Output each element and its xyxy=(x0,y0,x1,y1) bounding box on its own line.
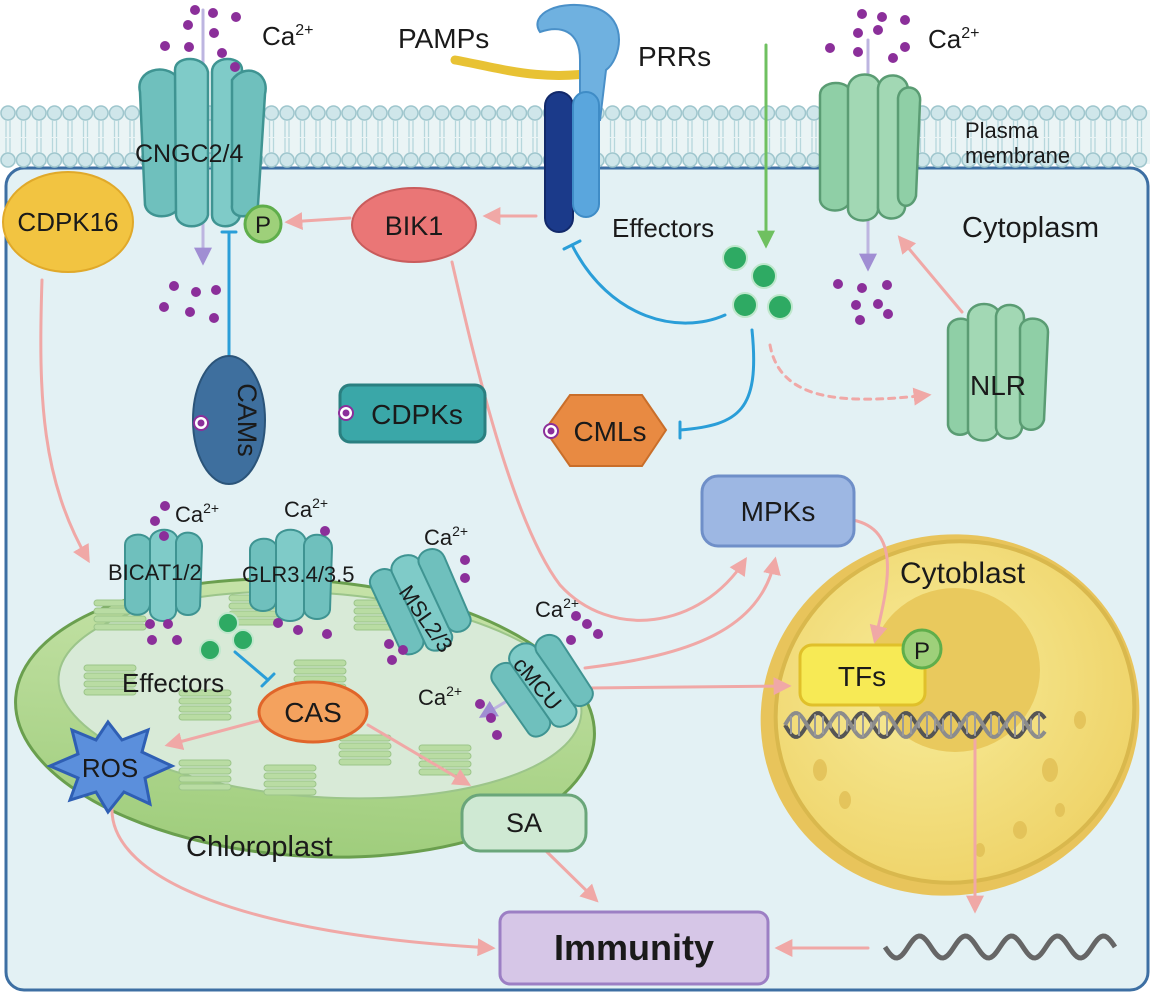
cas-to-ros-arrow xyxy=(164,718,264,750)
chloroplast-to-mpks-arrow xyxy=(583,556,781,670)
glr-channel xyxy=(249,528,334,622)
ca-label-top-left: Ca2+ xyxy=(262,21,314,51)
immunity-node xyxy=(498,910,770,986)
calcium-ions xyxy=(145,5,910,740)
effectors-inhibit-cas-bar xyxy=(260,672,276,688)
msl-channel xyxy=(368,548,472,656)
cngc-label: CNGC2/4 xyxy=(135,140,243,168)
cmcu-channel xyxy=(490,634,594,738)
cmls-label: CMLs xyxy=(573,416,646,447)
glr-label: GLR3.4/3.5 xyxy=(242,562,355,587)
ca-label-glr: Ca2+ xyxy=(284,495,328,522)
bik1-node xyxy=(351,187,477,263)
plasma-membrane-label-line1: Plasma xyxy=(965,118,1039,143)
ros-node xyxy=(46,719,176,815)
cytoblast-nucleus xyxy=(760,534,1140,896)
prrs-label: PRRs xyxy=(638,41,711,72)
bik1-label: BIK1 xyxy=(385,211,444,241)
ca-label-stroma: Ca2+ xyxy=(418,683,462,710)
dna-double-helix xyxy=(783,711,1047,739)
ros-label: ROS xyxy=(82,753,138,783)
membrane-ca-channel xyxy=(818,73,922,222)
mrna-transcript xyxy=(882,933,1118,961)
prr-receptor xyxy=(536,3,620,233)
effectors-label-cytoplasm: Effectors xyxy=(612,213,714,243)
chloroplast-label: Chloroplast xyxy=(186,831,333,863)
cytoblast-label: Cytoblast xyxy=(900,557,1026,590)
cdpk16-node xyxy=(2,171,134,273)
effectors-inhibit-cmls-line xyxy=(678,328,756,432)
cas-label: CAS xyxy=(284,697,342,728)
phosphate-badge-tfs xyxy=(901,628,943,670)
effectors-inhibit-cas-line xyxy=(233,650,270,682)
ca-label-bicat: Ca2+ xyxy=(175,500,219,527)
effector-cluster-chloroplast xyxy=(199,612,254,661)
nlr-resistosome xyxy=(946,302,1050,442)
mpks-node xyxy=(700,474,856,548)
effector-cluster-cytoplasm xyxy=(722,245,793,320)
cams-label: CAMs xyxy=(232,383,262,457)
bik1-phosphorylates-arrow xyxy=(284,212,352,231)
mpks-to-tfs-arrow xyxy=(851,518,889,644)
cmls-node xyxy=(543,394,668,467)
cas-to-sa-arrow xyxy=(366,723,472,786)
immunity-label: Immunity xyxy=(554,927,714,968)
sa-label: SA xyxy=(506,808,542,838)
tfs-node xyxy=(798,643,927,707)
bik1-to-mpks-arrow xyxy=(450,260,747,622)
pamps-label: PAMPs xyxy=(398,23,489,54)
effectors-inhibit-prr-bar xyxy=(562,239,582,251)
phospho-label-tfs: P xyxy=(914,638,930,665)
cdpk16-to-bicat-arrow xyxy=(39,278,90,564)
cams-node xyxy=(192,355,266,485)
effectors-to-nlr-dashed-arrow xyxy=(768,343,932,406)
sa-to-immunity-arrow xyxy=(543,848,599,903)
cmcu-to-tfs-arrow xyxy=(588,677,792,696)
bicat-channel xyxy=(124,528,204,622)
ca-label-top-right: Ca2+ xyxy=(928,24,980,54)
cdpk16-label: CDPK16 xyxy=(17,207,118,237)
cas-node xyxy=(257,680,369,744)
ca-label-msl: Ca2+ xyxy=(424,523,468,550)
mpks-label: MPKs xyxy=(741,496,816,527)
nlr-to-channel-arrow xyxy=(897,235,964,314)
plasma-membrane-label-line2: membrane xyxy=(965,143,1070,168)
tfs-label: TFs xyxy=(838,661,886,692)
nlr-label: NLR xyxy=(970,370,1026,401)
ros-to-immunity-arrow xyxy=(110,806,496,957)
phospho-label-cngc: P xyxy=(255,212,271,239)
cytoplasm-label: Cytoplasm xyxy=(962,212,1099,244)
bicat-label: BICAT1/2 xyxy=(108,560,202,585)
effectors-label-chloroplast: Effectors xyxy=(122,668,224,698)
effectors-inhibit-prr-line xyxy=(570,243,727,325)
ca-label-cmcu: Ca2+ xyxy=(535,595,579,622)
phosphate-badge-cngc xyxy=(243,204,283,244)
cngc-channel xyxy=(138,57,267,228)
sa-node xyxy=(460,793,588,853)
cdpks-label: CDPKs xyxy=(371,399,463,430)
pamps-ligand xyxy=(450,55,605,80)
